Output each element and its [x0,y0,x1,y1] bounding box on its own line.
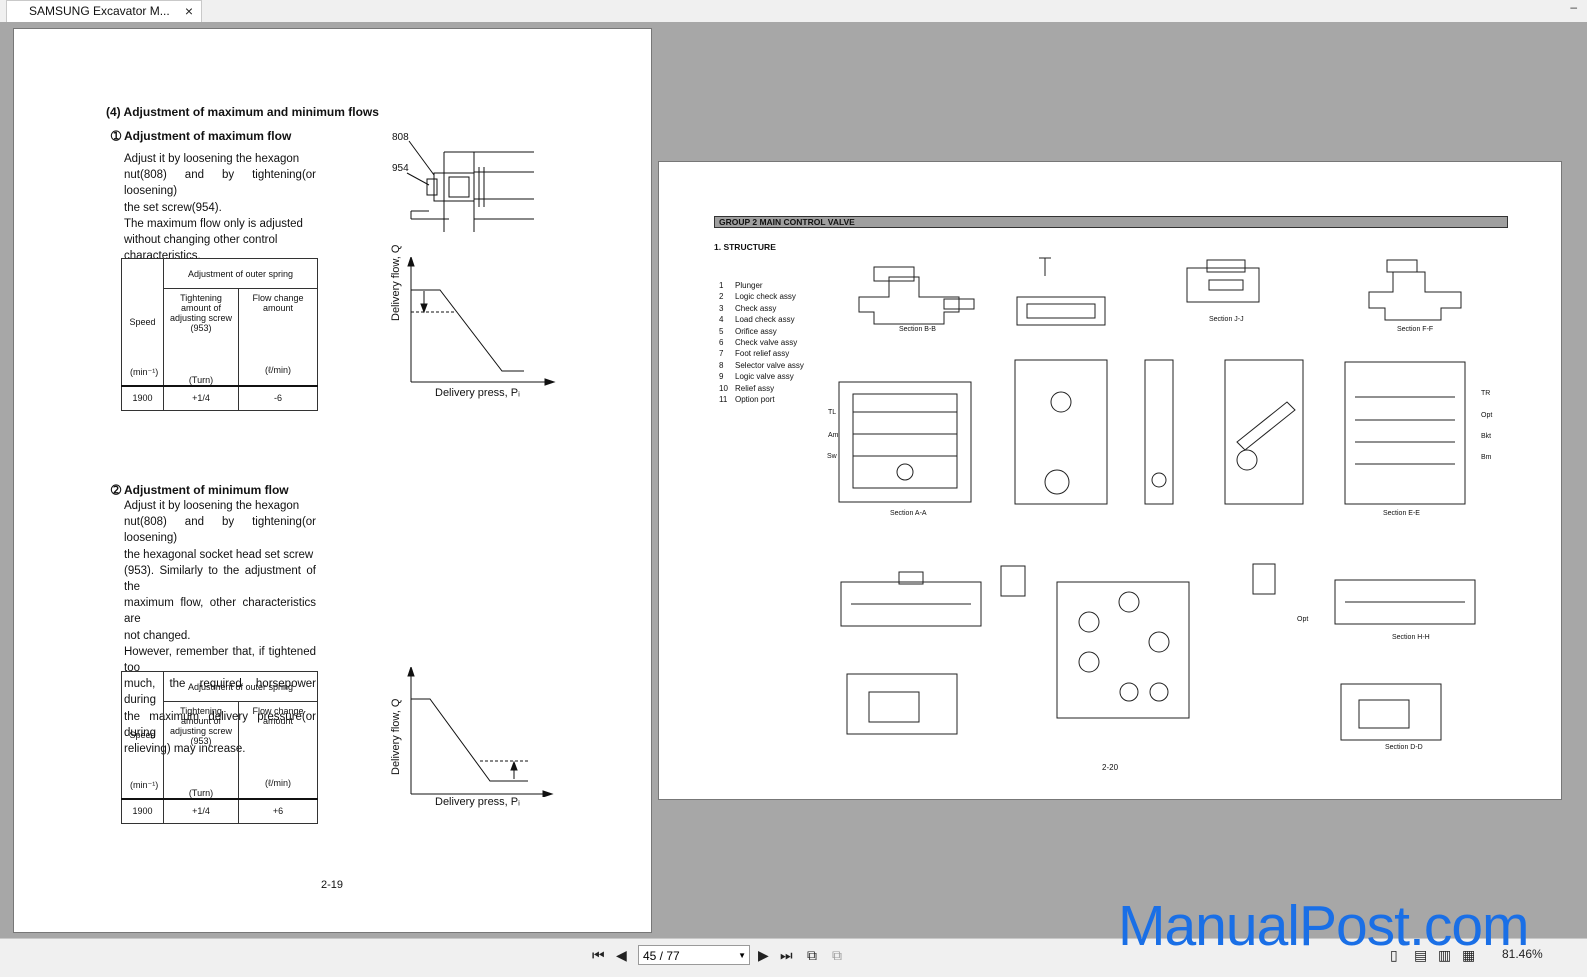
first-page-icon[interactable]: ⏮ [592,947,605,963]
max-flow-text: Adjust it by loosening the hexagon nut(8… [124,153,316,263]
port-label: Bm [1481,454,1492,461]
section-bb-label: Section B-B [899,326,936,333]
min-flow-heading: ➁ Adjustment of minimum flow [111,483,289,497]
section-ff-label: Section F-F [1397,326,1434,333]
table-unit-speed: (min⁻¹) [130,367,159,377]
min-graph-xlabel: Delivery press, Pᵢ [435,796,520,808]
table-col1-header: Tightening amount of adjusting screw (95… [163,288,239,386]
document-tab[interactable]: SAMSUNG Excavator M... × [6,0,202,22]
table-cell: +6 [238,798,318,824]
max-flow-table: Speed Adjustment of outer spring Tighten… [121,258,318,411]
next-page-icon[interactable]: ▶ [758,947,769,963]
chevron-down-icon[interactable]: ▼ [738,951,746,960]
facing-view-icon[interactable]: ▥ [1438,947,1452,963]
table-cell: +1/4 [163,385,239,411]
section-hh-label: Section H-H [1392,634,1430,641]
table-unit-speed: (min⁻¹) [130,780,159,790]
page-number-field[interactable]: 45 / 77 ▼ [638,945,750,965]
section-aa-label: Section A-A [890,510,927,517]
zoom-level[interactable]: 81.46% [1502,947,1543,961]
port-label: Am [828,432,839,439]
last-page-icon[interactable]: ⏭ [780,947,793,963]
page-2-20: GROUP 2 MAIN CONTROL VALVE 1. STRUCTURE … [658,161,1562,800]
table-cell: -6 [238,385,318,411]
table-cell: 1900 [121,385,164,411]
adjusting-screw-drawing [406,140,534,232]
table-col1-header: Tightening amount of adjusting screw (95… [163,701,239,799]
callout-954: 954 [392,163,409,174]
book-view-icon[interactable]: ▦ [1462,947,1476,963]
navigation-toolbar: ⏮ ◀ 45 / 77 ▼ ▶ ⏭ ⧉ ⧉ ▯ ▤ ▥ ▦ 81.46% [0,938,1587,977]
section-ee-label: Section E-E [1383,510,1420,517]
close-tab-icon[interactable]: × [184,3,193,19]
page-number: 2-19 [321,879,344,891]
max-graph-ylabel: Delivery flow, Q [390,244,402,321]
section-jj-label: Section J-J [1209,316,1244,323]
port-label: TL [828,409,837,416]
page-2-19: (4) Adjustment of maximum and minimum fl… [13,28,652,933]
watermark: ManualPost.com [1118,894,1530,958]
max-flow-graph [407,257,556,386]
page-number: 2-20 [1102,763,1119,772]
table-col2-header: Flow change amount (ℓ/min) [238,701,318,799]
table-cell: 1900 [121,798,164,824]
port-label: Opt [1481,412,1493,419]
continuous-view-icon[interactable]: ▤ [1414,947,1428,963]
min-flow-table: Speed Adjustment of outer spring Tighten… [121,671,318,824]
table-cell: +1/4 [163,798,239,824]
max-graph-xlabel: Delivery press, Pᵢ [435,387,520,399]
section-dd-label: Section D-D [1385,744,1423,751]
port-label: Bkt [1481,433,1492,440]
table-col2-header: Flow change amount (ℓ/min) [238,288,318,386]
go-forward-icon[interactable]: ⧉ [832,947,842,963]
section-title: (4) Adjustment of maximum and minimum fl… [106,105,379,119]
port-label: Opt [1297,616,1309,623]
minimize-icon[interactable]: – [1570,0,1577,14]
go-back-icon[interactable]: ⧉ [807,947,817,963]
previous-page-icon[interactable]: ◀ [616,947,627,963]
callout-808: 808 [392,132,409,143]
single-page-view-icon[interactable]: ▯ [1390,947,1398,963]
tab-bar: SAMSUNG Excavator M... × – [0,0,1587,23]
table-group-header: Adjustment of outer spring [163,671,318,702]
table-speed-header: Speed [121,258,164,387]
valve-structure-drawings [838,257,1476,741]
table-group-header: Adjustment of outer spring [163,258,318,289]
min-flow-graph [407,667,554,797]
max-flow-heading: ➀ Adjustment of maximum flow [111,129,292,143]
group-title-bar: GROUP 2 MAIN CONTROL VALVE [714,216,1508,228]
min-graph-ylabel: Delivery flow, Q [390,698,402,775]
table-speed-header: Speed [121,671,164,800]
tab-title: SAMSUNG Excavator M... [29,4,170,18]
port-label: TR [1481,390,1491,397]
port-label: Sw [827,453,837,460]
structure-title: 1. STRUCTURE [714,242,776,252]
